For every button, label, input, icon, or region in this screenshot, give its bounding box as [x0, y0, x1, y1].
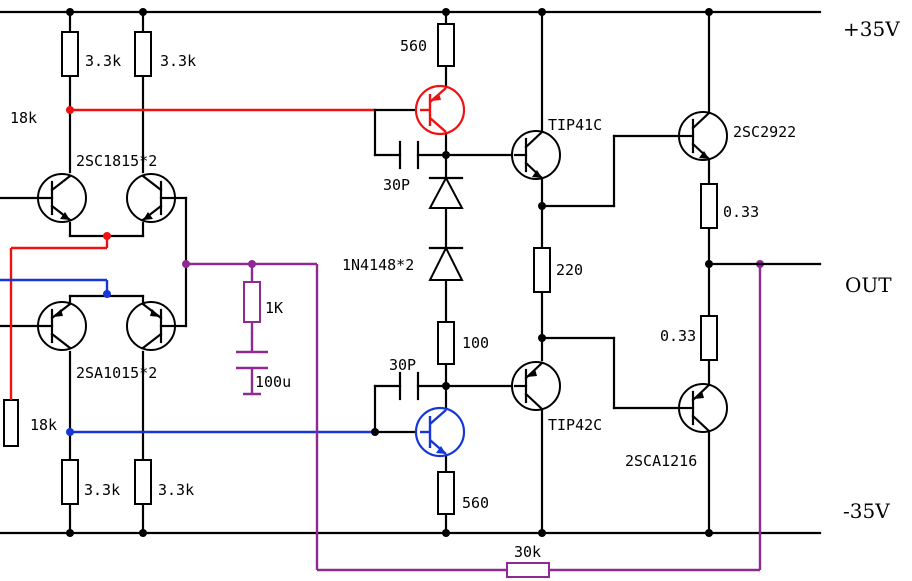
resistor-bottom-mid-label: 3.3k: [158, 481, 194, 499]
transistor-vas-npn-blue: [414, 406, 466, 458]
resistor-top-mid: [134, 31, 152, 77]
diode-pair-label: 1N4148*2: [342, 256, 414, 274]
output-pnp-label: 2SCA1216: [625, 452, 697, 470]
resistor-100-label: 100: [462, 334, 489, 352]
positive-rail-label: +35V: [843, 17, 900, 41]
transistor-output-pnp: [678, 383, 728, 433]
resistor-bias-top-label: 18k: [10, 109, 37, 127]
capacitor-bottom-label: 30P: [389, 356, 416, 374]
vas-column-wires: [371, 10, 517, 535]
red-net: [9, 106, 375, 400]
diff-pnp-label: 2SA1015*2: [76, 364, 157, 382]
diode-upper: [428, 175, 464, 209]
resistor-bias-left-edge: [3, 399, 19, 447]
resistor-1k: [243, 281, 261, 323]
resistor-vas-top-label: 560: [400, 37, 427, 55]
transistor-driver-pnp: [511, 361, 561, 411]
blue-net: [0, 278, 375, 436]
resistor-vas-top: [437, 23, 455, 67]
driver-pnp-label: TIP42C: [548, 416, 602, 434]
capacitor-top: [398, 140, 420, 170]
output-npn-label: 2SC2922: [733, 123, 796, 141]
output-label: OUT: [845, 273, 892, 297]
resistor-bias-bottom-label: 18k: [30, 416, 57, 434]
resistor-top-left: [61, 31, 79, 77]
purple-net: [182, 260, 764, 572]
resistor-220: [533, 247, 551, 293]
driver-column-wires: [538, 8, 682, 537]
transistor-diff-npn-right: [126, 173, 176, 223]
resistor-vas-bottom-label: 560: [462, 494, 489, 512]
transistor-diff-npn-left: [36, 173, 87, 223]
capacitor-bottom: [398, 371, 420, 401]
transistor-driver-npn: [511, 130, 561, 180]
capacitor-100u-label: 100u: [255, 373, 291, 391]
transistor-output-npn: [678, 111, 728, 161]
diode-lower: [428, 245, 464, 281]
resistor-feedback-label: 30k: [514, 543, 541, 561]
resistor-bottom-left-label: 3.3k: [84, 481, 120, 499]
left-column-wires: [0, 10, 188, 535]
resistor-bottom-mid: [134, 459, 152, 505]
resistor-top-mid-label: 3.3k: [160, 52, 196, 70]
resistor-emitter-bottom-label: 0.33: [660, 327, 696, 345]
resistor-vas-bottom: [437, 471, 455, 515]
resistor-emitter-top-label: 0.33: [723, 203, 759, 221]
transistor-diff-pnp-left: [36, 301, 87, 351]
output-column-wires: [705, 8, 822, 537]
resistor-emitter-top: [700, 183, 718, 229]
resistor-1k-label: 1K: [265, 299, 283, 317]
resistor-bottom-left: [61, 459, 79, 505]
driver-npn-label: TIP41C: [548, 116, 602, 134]
resistor-100: [437, 321, 455, 365]
resistor-emitter-bottom: [700, 315, 718, 361]
capacitor-top-label: 30P: [383, 176, 410, 194]
negative-rail-label: -35V: [843, 499, 890, 523]
transistor-vas-pnp-red: [414, 84, 466, 136]
resistor-feedback: [506, 562, 550, 578]
transistor-diff-pnp-right: [126, 301, 176, 351]
resistor-220-label: 220: [556, 261, 583, 279]
resistor-top-left-label: 3.3k: [85, 52, 121, 70]
diff-npn-label: 2SC1815*2: [76, 152, 157, 170]
